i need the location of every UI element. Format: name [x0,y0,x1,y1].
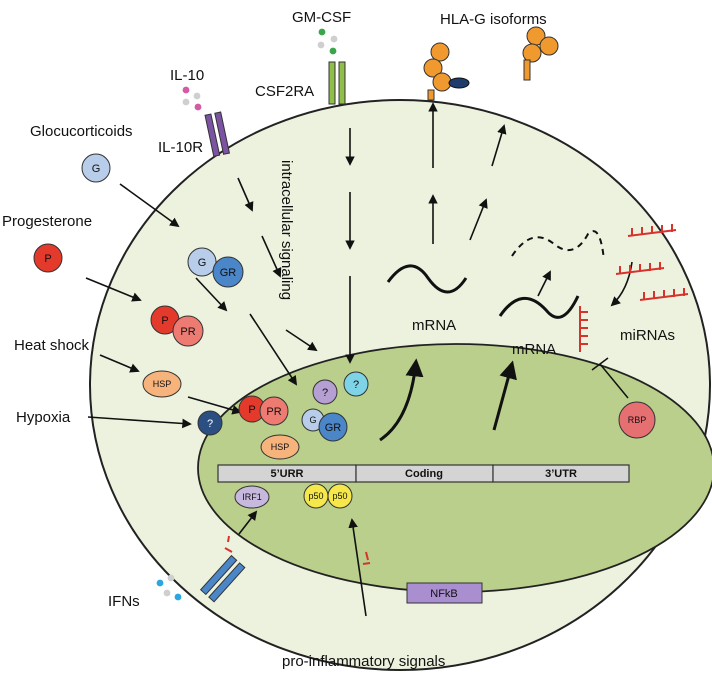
hla-g-label: HLA-G isoforms [440,11,547,28]
irf1: IRF1 [234,485,270,509]
il10r-receptor [204,111,231,157]
mirna-bound [579,306,588,352]
mirna-free [615,224,689,301]
unknown-factor-purple: ? [312,379,338,405]
pr-label-nuc: PR [266,406,281,418]
hsp-label-nuc: HSP [271,442,290,452]
hsp-label-cyto: HSP [153,379,172,389]
p-pr-complex-cytoplasm: P PR [150,305,204,347]
unknown-factor-cyan-label: ? [353,379,359,391]
gene-3utr-label: 3’UTR [545,468,577,480]
csf2ra-label: CSF2RA [255,83,314,100]
mrna-wave-2 [498,295,580,319]
proinflammatory-label: pro-inflammatory signals [282,653,445,670]
ifns-label: IFNs [108,593,140,610]
progesterone-label: Progesterone [2,213,92,230]
p50-label-2: p50 [332,491,347,501]
hla-g-isoform-2 [522,26,559,81]
ifn-receptor [199,554,246,603]
irf1-label: IRF1 [242,492,262,502]
mrna-label-2: mRNA [512,341,556,358]
progesterone-ligand: P [33,243,63,273]
gene-bar: 5’URR Coding 3’UTR [217,464,630,483]
g-label-nuc: G [309,415,316,425]
p-label-nuc: P [248,404,255,416]
p50-label-1: p50 [308,491,323,501]
glucocorticoid-ligand: G [81,153,111,183]
p50-dimer: p50 p50 [303,483,353,509]
unknown-factor-hypoxia: ? [197,410,223,436]
mrna-wave-1 [386,264,468,294]
inhibition-mark-irf1 [224,535,233,553]
degraded-mrna [511,230,605,261]
mirnas-label: miRNAs [620,327,675,344]
hsp-nucleus: HSP [260,434,300,460]
inhibition-mark-p50 [362,551,371,565]
rbp-inhibition [591,357,629,399]
gmcsf-label: GM-CSF [292,9,351,26]
nfkb-label: NFkB [430,588,458,600]
p-label-cyto: P [161,315,168,327]
g-gr-complex-cytoplasm: G GR [187,247,244,288]
g-gr-complex-nucleus: G GR [301,408,348,442]
pr-label-cyto: PR [180,326,195,338]
gmcsf-ligands [317,28,338,55]
unknown-factor-cyan: ? [343,371,369,397]
rbp: RBP [618,401,656,439]
gene-5urr-label: 5’URR [270,468,303,480]
hsp-cytoplasm: HSP [142,370,182,398]
unknown-factor-hypoxia-label: ? [207,418,213,430]
gr-label-nuc: GR [325,422,342,434]
progesterone-ligand-label: P [44,253,51,265]
signaling-arrows [85,102,633,617]
p-pr-complex-nucleus: P PR [238,395,289,426]
nfkb: NFkB [406,582,483,604]
gr-label-cyto: GR [220,267,237,279]
intracellular-label: intracellular signaling [278,160,295,300]
ifn-ligands [156,574,182,601]
csf2ra-receptor [328,61,346,105]
mrna-label-1: mRNA [412,317,456,334]
il10-label: IL-10 [170,67,204,84]
rbp-label: RBP [628,415,647,425]
hla-g-isoform-1 [423,42,470,101]
g-label-cyto: G [198,257,207,269]
hypoxia-label: Hypoxia [16,409,71,426]
glucocorticoids-label: Glocucorticoids [30,123,133,140]
unknown-factor-purple-label: ? [322,387,328,399]
il10r-label: IL-10R [158,139,203,156]
il10-ligands [182,86,202,111]
glucocorticoid-ligand-label: G [92,163,101,175]
heatshock-label: Heat shock [14,337,90,354]
gene-coding-label: Coding [405,468,443,480]
